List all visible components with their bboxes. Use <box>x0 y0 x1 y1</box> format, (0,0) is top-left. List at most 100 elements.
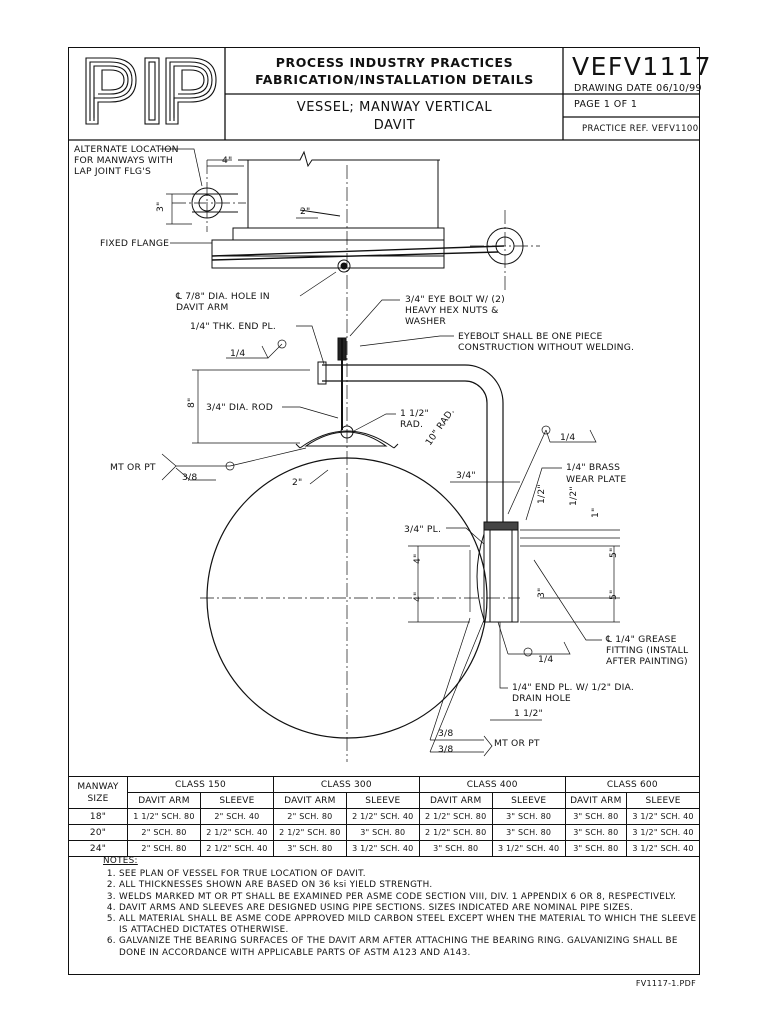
sub-header: DAVIT ARM <box>418 792 493 809</box>
dim-4b: 4" <box>412 592 423 602</box>
label-end-plate-2-2: DRAIN HOLE <box>512 693 571 704</box>
upper-dimensions <box>166 159 318 225</box>
label-grease-1: ℄ 1/4" GREASE <box>605 634 677 645</box>
mt-pt-weld-upper <box>161 447 307 481</box>
dim-2-top: 2" <box>300 206 310 217</box>
label-eyebolt-note-2: CONSTRUCTION WITHOUT WELDING. <box>458 342 634 353</box>
sub-header: SLEEVE <box>345 792 420 809</box>
title-block-lines <box>68 47 700 141</box>
manway-size-header: MANWAY SIZE <box>68 776 128 809</box>
practice-reference: PRACTICE REF. VEFV1100 <box>582 124 699 134</box>
label-brass-2: WEAR PLATE <box>566 474 626 485</box>
label-eyebolt-1: 3/4" EYE BOLT W/ (2) <box>405 294 505 305</box>
drawing-date: DRAWING DATE 06/10/99 <box>574 83 702 94</box>
class-header: CLASS 150 <box>127 776 274 793</box>
table-row: 20" 2" SCH. 80 2 1/2" SCH. 40 2 1/2" SCH… <box>68 824 700 841</box>
note-item: ALL THICKNESSES SHOWN ARE BASED ON 36 ks… <box>119 880 698 891</box>
manway-header-1: MANWAY <box>77 781 119 792</box>
sub-header: DAVIT ARM <box>127 792 201 809</box>
class-header: CLASS 400 <box>418 776 566 793</box>
label-grease-2: FITTING (INSTALL <box>606 645 689 656</box>
table-cell: 2 1/2" SCH. 40 <box>199 824 274 841</box>
weld-symbol-38a: 3/8 <box>182 472 197 483</box>
size-table-subheader-row: DAVIT ARM SLEEVE DAVIT ARM SLEEVE DAVIT … <box>69 792 700 809</box>
dim-1: 1" <box>590 508 601 518</box>
dim-5b: 5" <box>608 590 619 600</box>
dim-12b: 1/2" <box>568 486 579 506</box>
sub-header: SLEEVE <box>199 792 274 809</box>
table-cell: 3" SCH. 80 <box>418 840 493 857</box>
sleeve <box>469 521 519 623</box>
dim-34-mid: 3/4" <box>456 470 476 481</box>
label-brass-1: 1/4" BRASS <box>566 462 620 473</box>
dim-5a: 5" <box>608 548 619 558</box>
subject-line-2: DAVIT <box>373 118 416 133</box>
label-end-plate-2-1: 1/4" END PL. W/ 1/2" DIA. <box>512 682 634 693</box>
title-line-2: FABRICATION/INSTALLATION DETAILS <box>255 72 534 87</box>
table-cell: 2" SCH. 80 <box>127 840 201 857</box>
right-dimensions <box>408 529 620 623</box>
manway-header-2: SIZE <box>87 793 109 804</box>
size-cell: 20" <box>68 824 128 841</box>
mt-pt-weld-lower <box>429 617 493 757</box>
table-cell: 3 1/2" SCH. 40 <box>626 824 700 841</box>
label-eyebolt-note-1: EYEBOLT SHALL BE ONE PIECE <box>458 331 603 342</box>
page-number: PAGE 1 OF 1 <box>574 99 638 110</box>
table-cell: 2 1/2" SCH. 40 <box>199 840 274 857</box>
title-line-1: PROCESS INDUSTRY PRACTICES <box>275 55 514 70</box>
weld-symbol-14c: 1/4 <box>538 654 553 665</box>
label-rod: 3/4" DIA. ROD <box>206 402 273 413</box>
table-cell: 2" SCH. 80 <box>127 824 201 841</box>
table-cell: 3 1/2" SCH. 40 <box>345 840 420 857</box>
class-header: CLASS 300 <box>272 776 420 793</box>
size-cell: 18" <box>68 808 128 825</box>
table-cell: 3 1/2" SCH. 40 <box>626 808 700 825</box>
dim-2-mid: 2" <box>292 477 302 488</box>
table-cell: 2 1/2" SCH. 80 <box>418 808 493 825</box>
weld-symbol-38b: 3/8 <box>438 728 453 739</box>
sub-header: DAVIT ARM <box>272 792 347 809</box>
size-table-class-row: MANWAY SIZE CLASS 150 CLASS 300 CLASS 40… <box>68 776 701 809</box>
sub-header: SLEEVE <box>491 792 566 809</box>
weld-symbol-38c: 3/8 <box>438 744 453 755</box>
label-eyebolt-2: HEAVY HEX NUTS & <box>405 305 498 316</box>
note-item: WELDS MARKED MT OR PT SHALL BE EXAMINED … <box>119 892 698 903</box>
label-rad-112-1: 1 1/2" <box>400 408 429 419</box>
label-plate-34: 3/4" PL. <box>404 524 441 535</box>
sub-header: SLEEVE <box>626 792 700 809</box>
label-alt-location-1: ALTERNATE LOCATION <box>74 144 179 155</box>
label-end-plate: 1/4" THK. END PL. <box>190 321 276 332</box>
weld-symbol-14b: 1/4 <box>560 432 575 443</box>
table-cell: 3" SCH. 80 <box>491 808 566 825</box>
dim-112b: 1 1/2" <box>514 708 543 719</box>
notes-list: SEE PLAN OF VESSEL FOR TRUE LOCATION OF … <box>103 869 698 959</box>
note-item: GALVANIZE THE BEARING SURFACES OF THE DA… <box>119 936 698 958</box>
table-row: 18" 1 1/2" SCH. 80 2" SCH. 40 2" SCH. 80… <box>68 808 700 825</box>
davit-arm <box>295 337 504 522</box>
table-cell: 2" SCH. 40 <box>199 808 274 825</box>
weld-symbol-14a: 1/4 <box>230 348 245 359</box>
note-item: ALL MATERIAL SHALL BE ASME CODE APPROVED… <box>119 914 698 936</box>
label-fixed-flange: FIXED FLANGE <box>100 238 169 249</box>
notes-heading: NOTES: <box>103 856 138 866</box>
label-rad-112-2: RAD. <box>400 419 423 430</box>
table-cell: 2 1/2" SCH. 40 <box>345 808 420 825</box>
centerlines <box>172 160 540 762</box>
table-cell: 3" SCH. 80 <box>564 840 628 857</box>
dim-8 <box>192 369 310 444</box>
table-cell: 3 1/2" SCH. 40 <box>626 840 700 857</box>
dim-3-left: 3" <box>155 202 166 212</box>
label-mt-pt-2: MT OR PT <box>494 738 540 749</box>
table-cell: 3" SCH. 80 <box>491 824 566 841</box>
table-cell: 2 1/2" SCH. 80 <box>272 824 347 841</box>
file-reference: FV1117-1.PDF <box>635 979 696 988</box>
drawing-sheet <box>68 47 700 975</box>
size-cell: 24" <box>68 840 128 857</box>
dim-4a: 4" <box>412 554 423 564</box>
document-number: VEFV1117 <box>572 52 713 81</box>
class-header: CLASS 600 <box>564 776 701 793</box>
size-table: MANWAY SIZE CLASS 150 CLASS 300 CLASS 40… <box>68 776 701 857</box>
table-cell: 1 1/2" SCH. 80 <box>127 808 201 825</box>
vessel-nozzle <box>191 150 524 273</box>
label-hole-2: DAVIT ARM <box>176 302 229 313</box>
